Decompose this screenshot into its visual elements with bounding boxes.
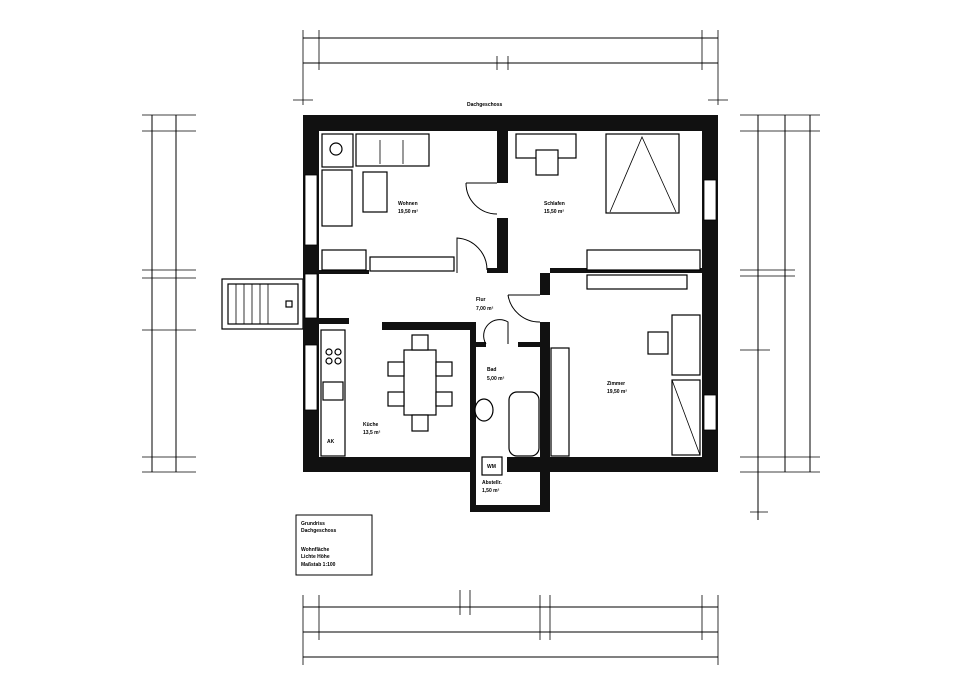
legend-line-1: Grundriss [301, 521, 325, 527]
washer-label: WM [487, 464, 496, 470]
room-name-schlafen: Schlafen [544, 201, 565, 207]
room-area-kueche: 13,5 m² [363, 430, 381, 436]
legend-line-4: Lichte Höhe [301, 554, 330, 560]
plan-title: Dachgeschoss [467, 102, 503, 108]
room-area-schlafen: 15,50 m² [544, 209, 564, 215]
dimension-lines-left [142, 114, 196, 473]
dimension-lines-right [740, 114, 820, 520]
walls [303, 115, 718, 512]
room-name-bad: Bad [487, 367, 496, 373]
room-area-wohnen: 19,50 m² [398, 209, 418, 215]
room-name-abstellraum: Abstellr. [482, 480, 502, 486]
legend-line-5: Maßstab 1:100 [301, 562, 336, 568]
room-name-zimmer: Zimmer [607, 381, 625, 387]
room-labels: Dachgeschoss Wohnen 19,50 m² Schlafen 15… [327, 102, 627, 494]
legend-box: Grundriss Dachgeschoss Wohnfläche Lichte… [295, 514, 373, 576]
dimension-lines-top [293, 30, 728, 105]
room-area-flur: 7,00 m² [476, 306, 494, 312]
room-area-abstellraum: 1,50 m² [482, 488, 500, 494]
room-name-wohnen: Wohnen [398, 201, 418, 207]
room-area-zimmer: 19,50 m² [607, 389, 627, 395]
doors [456, 182, 541, 345]
room-name-flur: Flur [476, 297, 485, 303]
dimension-lines-bottom [302, 590, 719, 665]
legend-line-2: Dachgeschoss [301, 528, 337, 534]
furniture [320, 133, 701, 476]
fridge-label: AK [327, 439, 335, 445]
legend-line-3: Wohnfläche [301, 547, 329, 553]
room-name-kueche: Küche [363, 422, 379, 428]
staircase [221, 278, 304, 330]
room-area-bad: 5,00 m² [487, 376, 505, 382]
